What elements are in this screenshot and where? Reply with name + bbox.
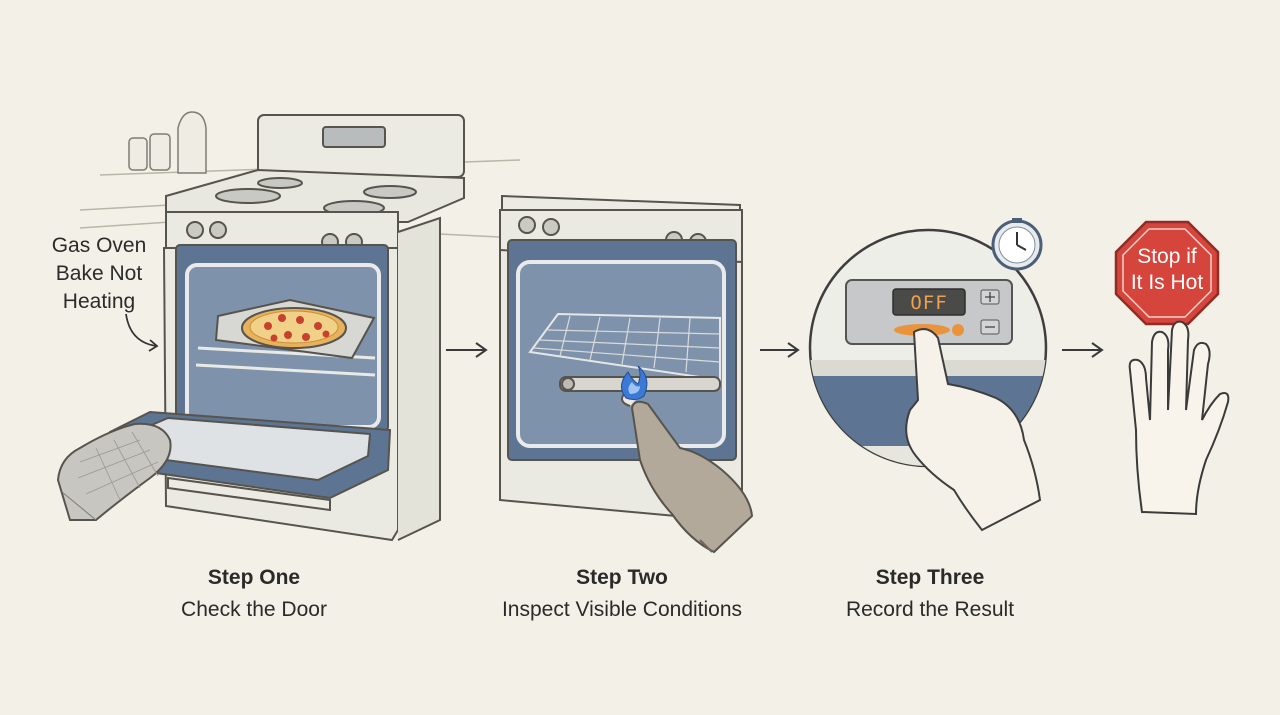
step-two: Step Two Inspect Visible Conditions [472,564,772,628]
step-three-description: Record the Result [845,598,1015,621]
stop-sign-line-2: It Is Hot [1130,271,1204,294]
step-three: Step Three Record the Result [810,564,1050,628]
step-one-description: Check the Door [181,598,327,621]
raised-hand [1128,320,1230,516]
canisters [128,111,207,174]
oven-one [56,114,465,542]
oven-two [499,194,754,554]
clock-icon [991,218,1043,271]
arrow-1 [446,342,488,358]
step-one: Step One Check the Door [134,564,374,628]
side-label: Gas Oven Bake Not Heating [40,232,158,316]
arrow-3 [1062,342,1104,358]
step-two-title: Step Two [576,566,668,589]
stop-sign-line-1: Stop if [1137,245,1197,268]
step-three-title: Step Three [875,566,985,589]
step-one-title: Step One [207,566,301,589]
display-magnifier [808,228,1048,532]
stop-sign-text: Stop if It Is Hot [1116,244,1218,296]
stop-sign [1114,220,1220,326]
step-two-description: Inspect Visible Conditions [501,598,743,621]
arrow-2 [760,342,800,358]
flame-icon [621,365,648,401]
display-readout: OFF [910,292,948,314]
side-label-line-3: Heating [62,290,136,313]
side-label-arrow [125,313,159,352]
side-label-line-2: Bake Not [55,262,143,285]
side-label-line-1: Gas Oven [51,234,147,257]
